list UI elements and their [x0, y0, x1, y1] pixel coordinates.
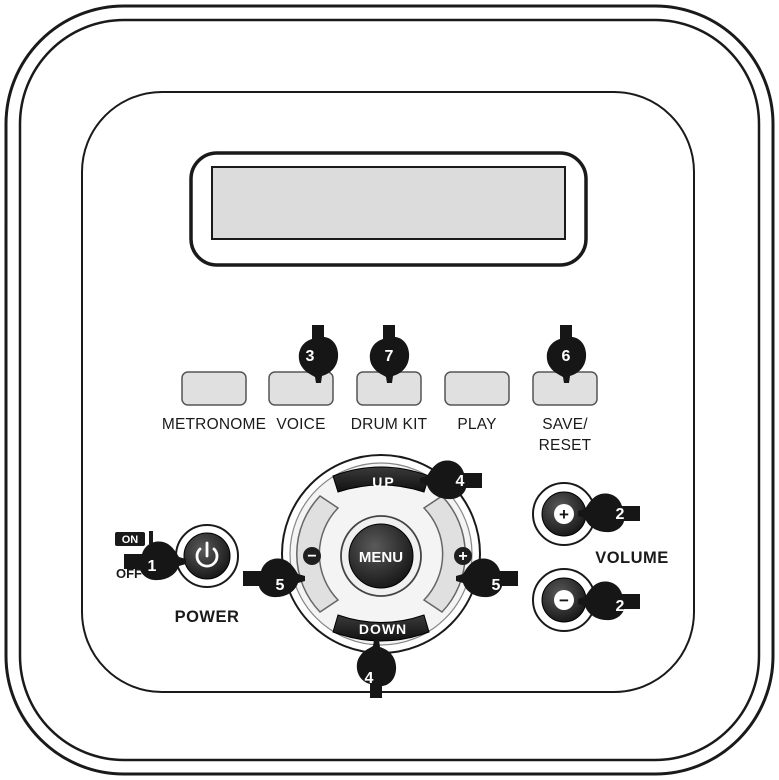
on-label: ON	[122, 534, 139, 546]
callout-up: 4	[420, 460, 482, 500]
volume-plus-icon	[554, 504, 574, 524]
save-reset-label-line2: RESET	[539, 437, 592, 454]
volume-label: VOLUME	[595, 549, 669, 567]
up-label: UP	[372, 474, 395, 490]
plus-glyph: +	[458, 548, 467, 565]
volume-minus-icon	[554, 590, 574, 610]
device-inner-bezel	[18, 18, 761, 762]
callout-plus: 5	[456, 558, 518, 598]
plus-icon	[454, 547, 472, 565]
callout-volume-up-number: 2	[616, 506, 625, 523]
minus-icon	[303, 547, 321, 565]
power-icon	[195, 541, 219, 568]
on-badge	[115, 532, 145, 546]
lcd-screen	[211, 166, 566, 240]
metronome-button[interactable]	[181, 371, 247, 406]
voice-label: VOICE	[276, 416, 325, 433]
callout-save-reset-number: 6	[562, 348, 571, 365]
callout-voice: 3	[298, 325, 339, 383]
callout-minus-number: 5	[276, 577, 285, 594]
callout-drum-kit: 7	[369, 325, 410, 383]
menu-button[interactable]	[348, 523, 414, 589]
callout-save-reset: 6	[546, 325, 587, 383]
menu-label: MENU	[359, 549, 403, 566]
down-button[interactable]	[332, 614, 430, 642]
voice-button[interactable]	[268, 371, 334, 406]
down-label: DOWN	[359, 621, 407, 637]
power-label: POWER	[175, 608, 240, 626]
play-button[interactable]	[444, 371, 510, 406]
play-label: PLAY	[457, 416, 496, 433]
callout-volume-down-number: 2	[616, 598, 625, 615]
drum-kit-label: DRUM KIT	[351, 416, 428, 433]
callout-drum-kit-number: 7	[385, 348, 394, 365]
callout-volume-down: 2	[578, 581, 640, 621]
on-indicator	[149, 531, 153, 544]
minus-glyph: −	[307, 548, 316, 565]
callout-down-number: 4	[365, 670, 374, 687]
volume-plus-glyph: +	[559, 505, 569, 524]
dpad-right-pad[interactable]	[422, 495, 466, 613]
off-label: OFF	[116, 566, 142, 581]
callout-voice-number: 3	[306, 348, 315, 365]
save-reset-label-line1: SAVE/	[542, 416, 588, 433]
callout-up-number: 4	[456, 473, 465, 490]
volume-minus-glyph: −	[559, 591, 569, 610]
callout-volume-up: 2	[578, 493, 640, 533]
metronome-label: METRONOME	[162, 416, 266, 433]
callout-power-number: 1	[148, 558, 157, 575]
callout-plus-number: 5	[492, 577, 501, 594]
